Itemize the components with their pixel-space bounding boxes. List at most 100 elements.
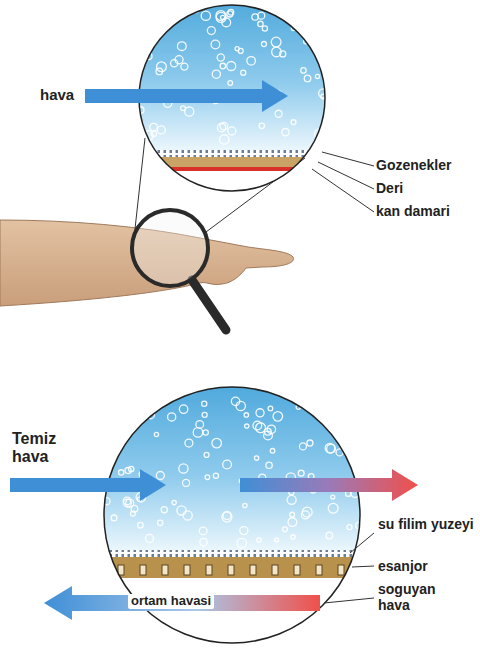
bubble bbox=[281, 388, 286, 393]
leader-line bbox=[324, 598, 374, 603]
arrow-label: hava bbox=[40, 86, 84, 103]
bubble bbox=[269, 386, 274, 391]
bubble bbox=[179, 464, 188, 473]
bubble bbox=[182, 479, 189, 486]
bubble bbox=[175, 56, 183, 64]
part-label: su filim yuzeyi bbox=[378, 516, 474, 532]
bubble bbox=[328, 503, 338, 513]
bubble bbox=[231, 397, 239, 405]
bubble bbox=[150, 123, 158, 131]
bubble bbox=[287, 495, 296, 504]
bubble bbox=[124, 389, 129, 394]
bubble bbox=[220, 135, 229, 144]
bubble bbox=[228, 81, 233, 86]
bubble bbox=[200, 538, 207, 545]
bubble bbox=[258, 12, 265, 19]
bubble bbox=[145, 534, 153, 542]
bubble bbox=[282, 527, 287, 532]
bubble bbox=[325, 443, 335, 453]
bubble bbox=[185, 439, 193, 447]
bubble bbox=[227, 61, 236, 70]
bubble bbox=[185, 107, 194, 116]
bubble bbox=[211, 40, 220, 49]
bubble bbox=[273, 412, 283, 422]
bubble bbox=[258, 21, 263, 26]
bubble bbox=[307, 440, 313, 446]
bubble bbox=[254, 456, 258, 460]
bubble bbox=[227, 11, 233, 17]
arrow-label: ortam havasi bbox=[128, 594, 214, 609]
bubble bbox=[205, 475, 210, 480]
bubble bbox=[177, 42, 186, 51]
bubble bbox=[301, 68, 306, 73]
bubble bbox=[240, 527, 248, 535]
bubble bbox=[217, 123, 225, 131]
bubble bbox=[193, 428, 203, 438]
part-label: Gozenekler bbox=[376, 157, 476, 173]
bubble bbox=[111, 515, 117, 521]
bubble bbox=[256, 409, 264, 417]
bubble bbox=[245, 424, 249, 428]
bubble bbox=[154, 432, 158, 436]
bubble bbox=[157, 62, 167, 72]
warm-air-arrow bbox=[240, 469, 418, 501]
bubble bbox=[162, 26, 166, 30]
bubble bbox=[152, 12, 157, 17]
bubble bbox=[140, 47, 146, 53]
bubble bbox=[201, 11, 210, 20]
bubble bbox=[332, 393, 337, 398]
bubble bbox=[336, 383, 346, 393]
bubble bbox=[236, 401, 245, 410]
bubble bbox=[244, 413, 248, 417]
bubble bbox=[222, 512, 232, 522]
bubble bbox=[298, 470, 304, 476]
bubble bbox=[275, 110, 282, 117]
bubble bbox=[161, 507, 167, 513]
bubble bbox=[207, 27, 215, 35]
bubble bbox=[119, 470, 124, 475]
clean-air-arrow bbox=[10, 469, 166, 501]
bubble bbox=[235, 47, 239, 51]
bubble bbox=[272, 47, 282, 57]
bubble bbox=[315, 74, 319, 78]
bubble bbox=[331, 495, 335, 499]
part-label: soguyan hava bbox=[378, 581, 458, 613]
bubble bbox=[220, 63, 226, 69]
bubble bbox=[282, 129, 289, 136]
bubble bbox=[212, 438, 222, 448]
bubble bbox=[125, 467, 131, 473]
bubble bbox=[157, 520, 162, 525]
bubble bbox=[323, 389, 331, 397]
part-label: kan damari bbox=[376, 203, 476, 219]
bubble bbox=[183, 511, 192, 520]
leader-line bbox=[352, 566, 374, 567]
bubble bbox=[304, 75, 311, 82]
magnifier-handle bbox=[192, 280, 226, 330]
bubble bbox=[172, 500, 176, 504]
bubble bbox=[216, 11, 226, 21]
bubble bbox=[302, 507, 312, 517]
bubble bbox=[202, 401, 207, 406]
bubble bbox=[166, 388, 174, 396]
bubble bbox=[138, 397, 145, 404]
bubble bbox=[118, 407, 124, 413]
leader-line bbox=[318, 162, 374, 189]
bubble bbox=[252, 14, 258, 20]
bubble bbox=[181, 63, 188, 70]
part-label: esanjor bbox=[378, 558, 474, 574]
bubble bbox=[151, 131, 156, 136]
bubble bbox=[179, 405, 187, 413]
bubble bbox=[346, 425, 354, 433]
bubble bbox=[130, 511, 135, 516]
bubble bbox=[253, 421, 262, 430]
bubble bbox=[213, 473, 218, 478]
bubble bbox=[270, 448, 275, 453]
bubble bbox=[157, 126, 165, 134]
bubble bbox=[289, 383, 297, 391]
bubble bbox=[268, 406, 273, 411]
arrow-label: Temiz hava bbox=[12, 430, 74, 467]
bubble bbox=[303, 388, 310, 395]
bubble bbox=[137, 51, 145, 59]
part-label: Deri bbox=[376, 180, 476, 196]
